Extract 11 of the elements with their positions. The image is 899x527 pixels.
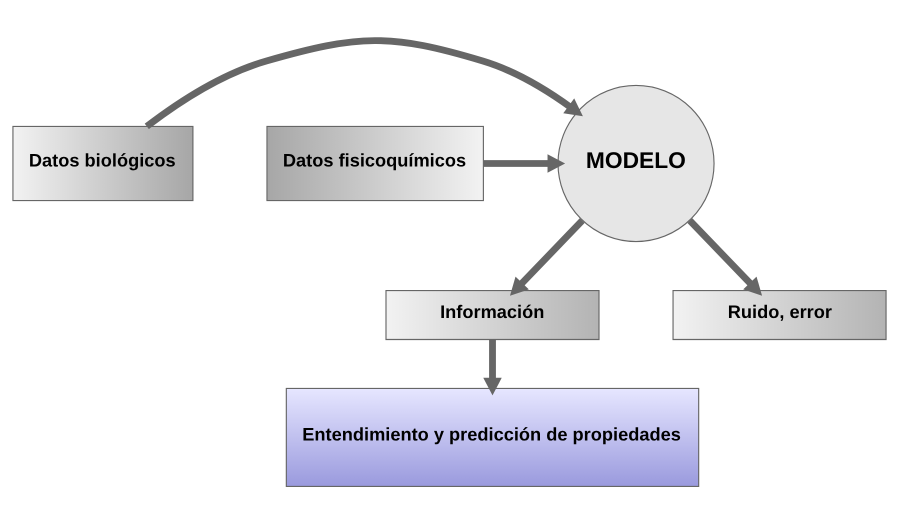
arrow bbox=[484, 154, 566, 173]
node-box: Información bbox=[385, 290, 600, 340]
node-box: Datos fisicoquímicos bbox=[266, 126, 484, 202]
arrow bbox=[144, 37, 583, 130]
arrow bbox=[687, 218, 762, 296]
node-box: Datos biológicos bbox=[12, 126, 194, 202]
node-box: Entendimiento y predicción de propiedades bbox=[286, 388, 700, 488]
arrow bbox=[510, 218, 585, 296]
arrow bbox=[483, 340, 502, 396]
node-circle: MODELO bbox=[557, 84, 715, 242]
node-box: Ruido, error bbox=[672, 290, 887, 340]
